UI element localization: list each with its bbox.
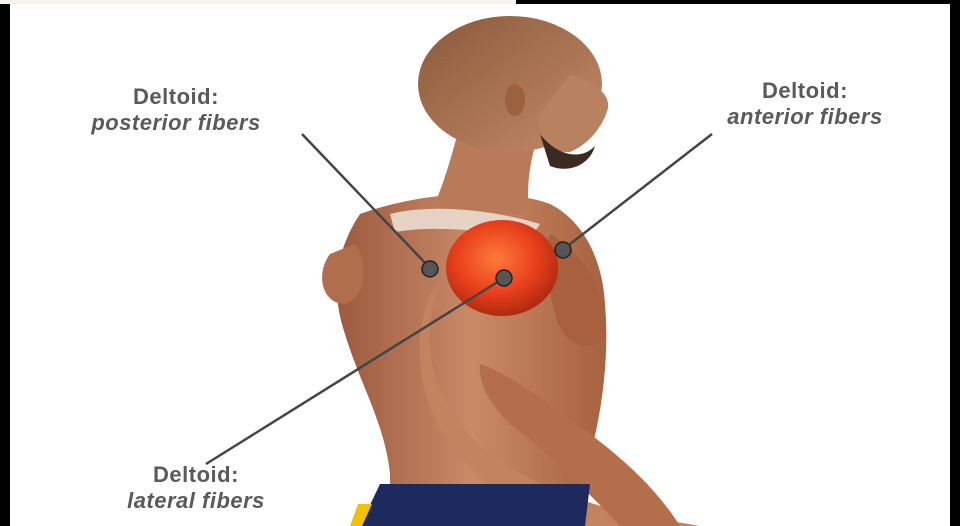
deltoid-muscle xyxy=(446,220,558,316)
label-anterior-fibers: Deltoid: anterior fibers xyxy=(686,78,924,130)
label-lateral-subtitle: lateral fibers xyxy=(76,488,316,514)
label-anterior-title: Deltoid: xyxy=(686,78,924,104)
marker-lateral xyxy=(496,270,512,286)
anatomy-illustration: Deltoid: posterior fibers Deltoid: anter… xyxy=(10,4,950,526)
marker-anterior xyxy=(555,242,571,258)
ear xyxy=(505,84,525,116)
leader-line-anterior xyxy=(565,134,712,248)
marker-posterior xyxy=(422,261,438,277)
label-posterior-fibers: Deltoid: posterior fibers xyxy=(56,84,296,136)
shorts xyxy=(360,484,590,526)
label-lateral-fibers: Deltoid: lateral fibers xyxy=(76,462,316,514)
label-anterior-subtitle: anterior fibers xyxy=(686,104,924,130)
label-posterior-subtitle: posterior fibers xyxy=(56,110,296,136)
label-posterior-title: Deltoid: xyxy=(56,84,296,110)
right-border xyxy=(950,0,960,526)
label-lateral-title: Deltoid: xyxy=(76,462,316,488)
